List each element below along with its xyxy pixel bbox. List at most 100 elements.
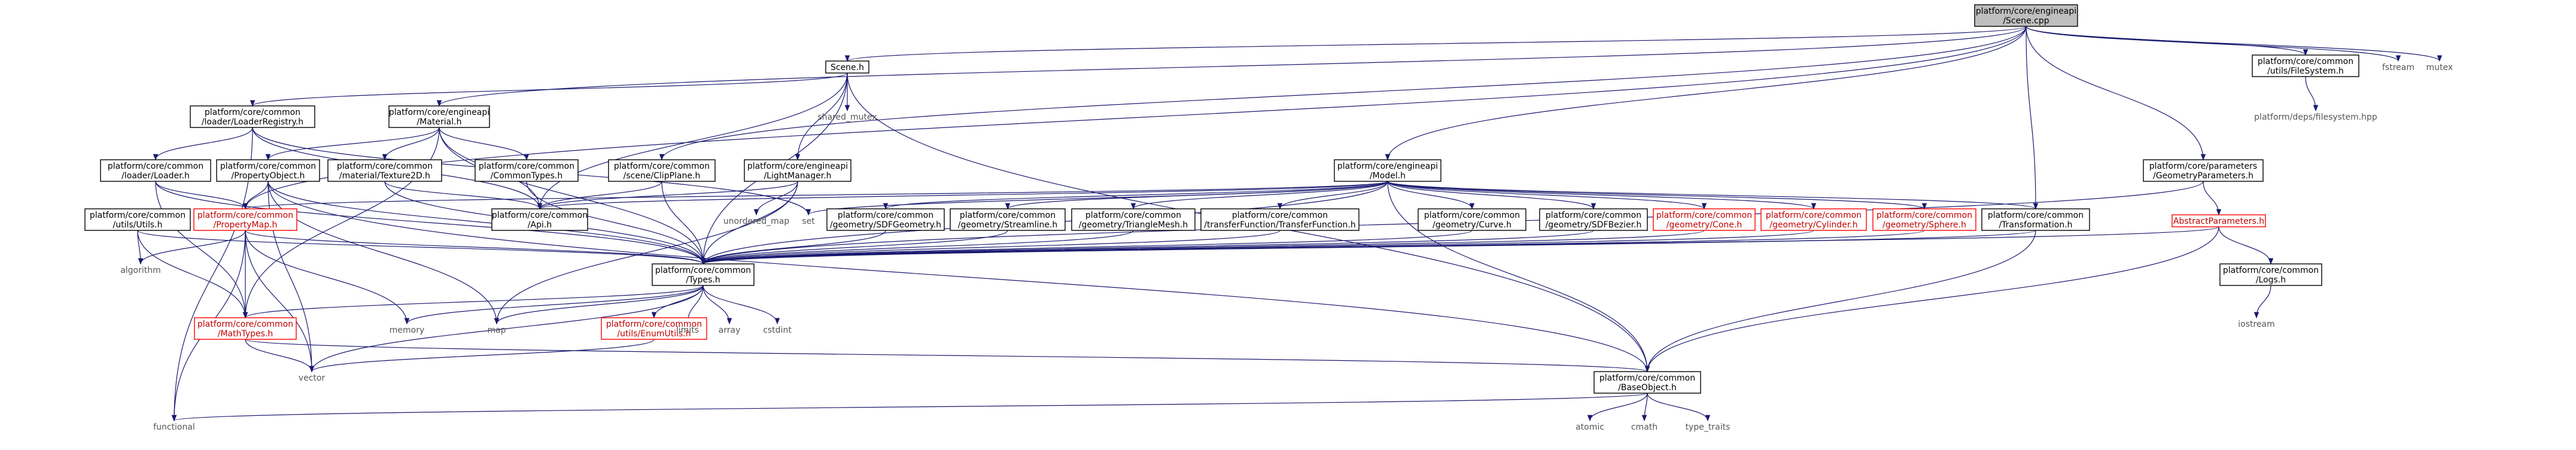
- node-label: platform/core/common: [90, 211, 185, 220]
- node-box: [100, 159, 211, 182]
- edge-transformation-to-base_object: [1644, 230, 2036, 373]
- edge-property_object-to-property_map: [242, 181, 269, 210]
- node-box: [194, 317, 297, 340]
- node-api[interactable]: platform/core/common/Api.h: [491, 208, 588, 231]
- node-scene-h[interactable]: Scene.h: [825, 60, 869, 74]
- edge-loader-to-types: [155, 181, 706, 265]
- node-label: cstdint: [763, 326, 792, 335]
- edge-types-to-math_types: [242, 285, 704, 319]
- node-label: /geometry/TriangleMesh.h: [1079, 220, 1188, 230]
- node-light-manager[interactable]: platform/core/engineapi/LightManager.h: [744, 159, 851, 182]
- node-math-types[interactable]: platform/core/common/MathTypes.h: [194, 317, 297, 340]
- edge-types-to-vector: [309, 285, 704, 373]
- node-label: map: [487, 326, 506, 335]
- edge-property_map-to-memory: [245, 230, 410, 325]
- node-label: platform/core/common: [1232, 211, 1328, 220]
- edge-model-to-transfer_function: [1277, 181, 1388, 210]
- node-label: platform/core/engineapi: [1976, 7, 2076, 16]
- node-box: [216, 159, 320, 182]
- edge-streamline-to-types: [700, 230, 1008, 265]
- edge-property_object-to-map: [267, 181, 500, 325]
- node-label: AbstractParameters.h: [2173, 217, 2264, 226]
- node-unordered-map: unordered_map: [723, 217, 789, 226]
- edge-transformation-to-types: [701, 230, 2036, 265]
- node-cone[interactable]: platform/core/common/geometry/Cone.h: [1653, 208, 1756, 231]
- edge-enum_utils-to-vector: [309, 339, 655, 373]
- node-label: platform/core/common: [614, 162, 710, 171]
- node-label: platform/core/common: [1766, 211, 1862, 220]
- edge-material-to-common_types: [439, 127, 530, 161]
- node-iostream: iostream: [2238, 320, 2275, 329]
- node-label: /PropertyMap.h: [214, 220, 278, 230]
- edge-base_object-to-type_traits: [1647, 393, 1711, 422]
- node-sdf-geometry[interactable]: platform/core/common/geometry/SDFGeometr…: [826, 208, 945, 231]
- node-loader[interactable]: platform/core/common/loader/Loader.h: [100, 159, 211, 182]
- node-label: /Model.h: [1370, 171, 1406, 181]
- node-clip-plane[interactable]: platform/core/common/scene/ClipPlane.h: [608, 159, 716, 182]
- node-filesystem-hpp: platform/deps/filesystem.hpp: [2254, 113, 2377, 122]
- node-cylinder[interactable]: platform/core/common/geometry/Cylinder.h: [1760, 208, 1867, 231]
- node-scene-cpp[interactable]: platform/core/engineapi/Scene.cpp: [1974, 4, 2078, 27]
- node-label: /loader/LoaderRegistry.h: [202, 117, 303, 127]
- edge-types-to-array: [702, 285, 732, 325]
- edge-light_manager-to-api: [537, 181, 798, 210]
- edge-types-to-map: [494, 285, 704, 325]
- node-label: type_traits: [1686, 422, 1730, 432]
- edge-loader_registry-to-loader: [153, 127, 253, 161]
- edge-math_types-to-vector: [245, 339, 315, 373]
- node-label: platform/core/common: [1988, 211, 2084, 220]
- node-utils[interactable]: platform/core/common/utils/Utils.h: [84, 208, 191, 231]
- node-material[interactable]: platform/core/engineapi/Material.h: [388, 105, 490, 128]
- node-property-object[interactable]: platform/core/common/PropertyObject.h: [216, 159, 320, 182]
- node-box: [84, 208, 191, 231]
- edge-logs-to-iostream: [2253, 285, 2271, 319]
- node-texture2d[interactable]: platform/core/common/material/Texture2D.…: [327, 159, 442, 182]
- node-curve[interactable]: platform/core/common/geometry/Curve.h: [1418, 208, 1526, 231]
- edge-property_object-to-types: [267, 181, 706, 265]
- node-label: platform/core/common: [606, 320, 702, 329]
- node-enum-utils[interactable]: platform/core/common/utils/EnumUtils.h: [601, 317, 707, 340]
- node-label: platform/core/parameters: [2149, 162, 2257, 171]
- node-common-types[interactable]: platform/core/common/CommonTypes.h: [475, 159, 579, 182]
- node-transfer-function[interactable]: platform/core/common/transferFunction/Tr…: [1200, 208, 1360, 231]
- node-label: fstream: [2382, 63, 2414, 72]
- node-base-object[interactable]: platform/core/common/BaseObject.h: [1593, 371, 1701, 394]
- edge-common_types-to-types: [526, 181, 706, 265]
- node-geometry-parameters[interactable]: platform/core/parameters/GeometryParamet…: [2143, 159, 2264, 182]
- node-label: platform/core/common: [337, 162, 433, 171]
- node-types[interactable]: platform/core/common/Types.h: [652, 263, 755, 286]
- node-sdf-bezier[interactable]: platform/core/common/geometry/SDFBezier.…: [1539, 208, 1648, 231]
- node-label: /MathTypes.h: [218, 329, 273, 339]
- edge-cone-to-types: [701, 230, 1705, 265]
- node-triangle-mesh[interactable]: platform/core/common/geometry/TriangleMe…: [1071, 208, 1196, 231]
- node-file-system[interactable]: platform/core/common/utils/FileSystem.h: [2252, 54, 2359, 77]
- node-label: shared_mutex: [817, 113, 877, 122]
- edge-abstract_parameters-to-types: [701, 226, 2219, 265]
- edge-property_object-to-base_object: [267, 181, 1650, 373]
- node-label: /geometry/Cone.h: [1666, 220, 1742, 230]
- node-sphere[interactable]: platform/core/common/geometry/Sphere.h: [1872, 208, 1976, 231]
- node-box: [744, 159, 851, 182]
- node-box: [652, 263, 755, 286]
- node-loader-registry[interactable]: platform/core/common/loader/LoaderRegist…: [190, 105, 315, 128]
- node-label: platform/core/common: [479, 162, 574, 171]
- node-streamline[interactable]: platform/core/common/geometry/Streamline…: [950, 208, 1066, 231]
- edge-model-to-transformation: [1387, 181, 2038, 210]
- node-property-map[interactable]: platform/core/common/PropertyMap.h: [193, 208, 297, 231]
- node-label: /Material.h: [417, 117, 462, 127]
- edge-material-to-property_object: [265, 127, 440, 161]
- node-logs[interactable]: platform/core/common/Logs.h: [2219, 263, 2322, 286]
- node-label: /utils/EnumUtils.h: [617, 329, 691, 339]
- node-label: platform/core/engineapi: [747, 162, 848, 171]
- edge-geometry_parameters-to-abstract_parameters: [2203, 181, 2222, 216]
- node-abstract-parameters[interactable]: AbstractParameters.h: [2171, 214, 2266, 227]
- edge-loader-to-math_types: [155, 181, 248, 319]
- edge-material-to-types: [439, 127, 706, 265]
- node-label: platform/core/common: [2258, 57, 2353, 66]
- node-transformation[interactable]: platform/core/common/Transformation.h: [1981, 208, 2090, 231]
- node-label: /Types.h: [686, 275, 720, 285]
- node-cstdint: cstdint: [763, 326, 792, 335]
- edge-scene_cpp-to-clip_plane: [659, 26, 2027, 161]
- node-model[interactable]: platform/core/engineapi/Model.h: [1334, 159, 1441, 182]
